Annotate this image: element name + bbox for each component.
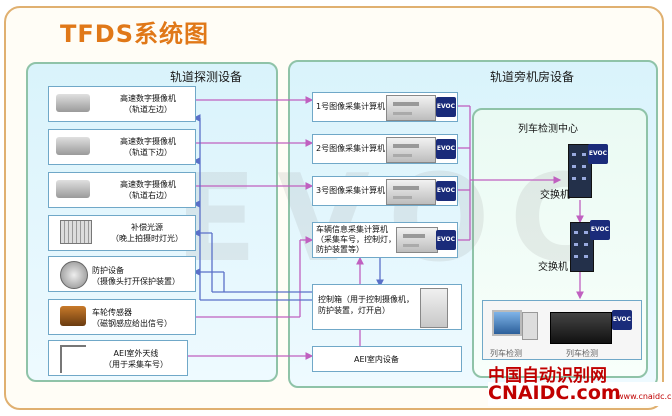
brand-name: 中国自动识别网 [488,366,607,386]
evoc-logo: EVOC [436,230,456,250]
protection-label: 防护设备（摄像头打开保护装置） [92,266,180,286]
camera-bottom-label: 高速数字摄像机（轨道下边） [120,137,176,157]
brand-url: www.cnaidc.com [617,392,672,401]
sensor-icon [60,306,86,326]
brand-band [488,382,664,406]
watermark-text: EVOC [175,150,618,289]
diagram-title: TFDS系统图 [60,20,209,48]
light-icon [60,220,92,244]
workstation-label-1: 列车检测 [490,349,522,358]
control-box-label: 控制箱（用于控制摄像机，防护装置，灯开启） [318,295,414,315]
right-panel-title: 轨道旁机房设备 [490,70,575,84]
monitor-icon [492,310,522,336]
rack-server-icon [550,312,612,344]
evoc-logo: EVOC [436,181,456,201]
left-panel-title: 轨道探测设备 [170,70,243,84]
evoc-logo: EVOC [436,139,456,159]
server-icon [396,227,438,253]
server-icon [386,179,436,205]
cabinet-icon [420,288,448,328]
antenna-icon [60,345,86,373]
server-icon [386,137,436,163]
aei-antenna-box [48,340,188,376]
evoc-logo: EVOC [436,97,456,117]
pc-tower-icon [522,312,538,340]
aei-indoor-label: AEI室内设备 [354,355,399,364]
evoc-logo: EVOC [590,220,610,240]
camera-right-label: 高速数字摄像机（轨道右边） [120,180,176,200]
server-icon [386,95,436,121]
aei-indoor-box [312,346,462,372]
light-source-label: 补偿光源（晚上拍摄时灯光） [111,223,183,243]
protection-icon [60,261,88,289]
center-panel-title: 列车检测中心 [518,124,578,135]
workstation-label-2: 列车检测 [566,349,598,358]
brand-domain: CNAIDC.com [488,382,621,404]
switch-2-label: 交换机 [538,262,568,273]
camera-icon [56,94,90,112]
wheel-sensor-label: 车轮传感器（磁钢感应给出信号） [92,308,172,328]
camera-left-label: 高速数字摄像机（轨道左边） [120,94,176,114]
camera-icon [56,180,90,198]
switch-1-label: 交换机 [540,190,570,201]
evoc-logo: EVOC [612,310,632,330]
aei-antenna-label: AEI室外天线（用于采集车号） [104,349,168,369]
vehicle-info-computer-label: 车辆信息采集计算机（采集车号，控制灯，防护装置等） [316,225,396,254]
image-computer-3-label: 3号图像采集计算机 [316,186,386,195]
camera-icon [56,137,90,155]
evoc-logo: EVOC [588,144,608,164]
image-computer-1-label: 1号图像采集计算机 [316,102,386,111]
image-computer-2-label: 2号图像采集计算机 [316,144,386,153]
